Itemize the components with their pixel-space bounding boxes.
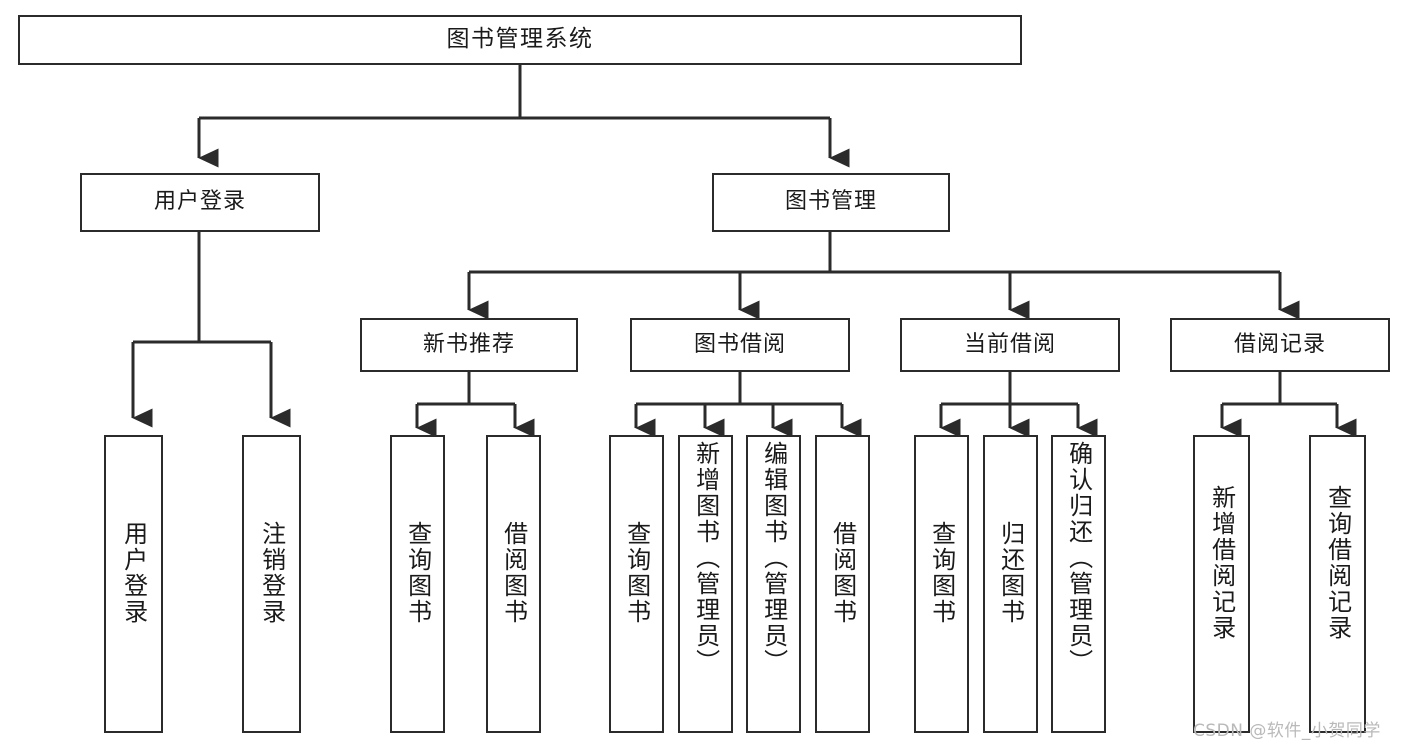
node-new-book-recommend[interactable]: 新书推荐 (360, 318, 578, 372)
leaf-label: 新增图书（管理员） (691, 441, 720, 675)
leaf-label: 注销登录 (257, 521, 286, 625)
leaf-label: 编辑图书（管理员） (759, 441, 788, 675)
node-book-borrow-label: 图书借阅 (693, 331, 786, 357)
leaf-book-borrow-query[interactable]: 查询图书 (609, 435, 664, 733)
leaf-label: 查询借阅记录 (1323, 485, 1352, 641)
node-book-borrow[interactable]: 图书借阅 (630, 318, 850, 372)
leaf-label: 新增借阅记录 (1207, 485, 1236, 641)
leaf-book-borrow-edit[interactable]: 编辑图书（管理员） (746, 435, 801, 733)
leaf-new-book-borrow[interactable]: 借阅图书 (486, 435, 541, 733)
node-current-borrow[interactable]: 当前借阅 (900, 318, 1120, 372)
node-user-login[interactable]: 用户登录 (80, 173, 320, 232)
node-book-management-label: 图书管理 (784, 189, 877, 215)
leaf-borrow-record-add[interactable]: 新增借阅记录 (1193, 435, 1250, 733)
leaf-current-borrow-confirm[interactable]: 确认归还（管理员） (1051, 435, 1106, 733)
leaf-label: 归还图书 (996, 521, 1025, 625)
node-root[interactable]: 图书管理系统 (18, 15, 1022, 65)
node-new-book-recommend-label: 新书推荐 (422, 331, 515, 357)
leaf-current-borrow-return[interactable]: 归还图书 (983, 435, 1038, 733)
leaf-borrow-record-query[interactable]: 查询借阅记录 (1309, 435, 1366, 733)
leaf-label: 查询图书 (622, 521, 651, 625)
leaf-user-login-login[interactable]: 用户登录 (104, 435, 163, 733)
leaf-label: 查询图书 (403, 521, 432, 625)
node-root-label: 图书管理系统 (446, 26, 594, 53)
leaf-new-book-query[interactable]: 查询图书 (390, 435, 445, 733)
leaf-book-borrow-add[interactable]: 新增图书（管理员） (678, 435, 733, 733)
leaf-label: 借阅图书 (828, 521, 857, 625)
node-user-login-label: 用户登录 (153, 189, 246, 215)
leaf-label: 借阅图书 (499, 521, 528, 625)
node-current-borrow-label: 当前借阅 (963, 331, 1056, 357)
leaf-current-borrow-query[interactable]: 查询图书 (914, 435, 969, 733)
leaf-user-login-logout[interactable]: 注销登录 (242, 435, 301, 733)
node-book-management[interactable]: 图书管理 (712, 173, 950, 232)
leaf-label: 用户登录 (119, 521, 148, 625)
leaf-label: 查询图书 (927, 521, 956, 625)
node-borrow-record[interactable]: 借阅记录 (1170, 318, 1390, 372)
csdn-watermark: CSDN @软件_小贺同学 (1193, 721, 1381, 741)
leaf-label: 确认归还（管理员） (1064, 441, 1093, 675)
node-borrow-record-label: 借阅记录 (1233, 331, 1326, 357)
leaf-book-borrow-borrow[interactable]: 借阅图书 (815, 435, 870, 733)
